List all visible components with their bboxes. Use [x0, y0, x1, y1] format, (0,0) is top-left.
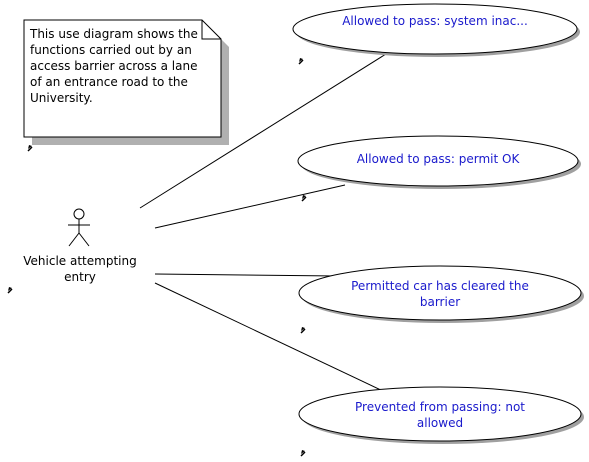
- shortcut-arrow-icon: [300, 450, 306, 457]
- shortcut-arrow-icon: [300, 327, 306, 334]
- shortcut-arrow-icon: [27, 145, 33, 152]
- use-case-ellipse-2[interactable]: [297, 135, 581, 189]
- association-line-3[interactable]: [154, 273, 339, 277]
- use-case-label-1: Allowed to pass: system inac...: [342, 14, 528, 28]
- association-line-2[interactable]: [154, 184, 346, 229]
- use-case-label-2: Allowed to pass: permit OK: [356, 152, 520, 166]
- association-line-4[interactable]: [154, 282, 384, 392]
- note-shape[interactable]: [23, 19, 229, 145]
- shortcut-arrow-icon: [301, 195, 307, 202]
- use-case-label-4: Prevented from passing: not allowed: [355, 400, 525, 430]
- use-case-ellipse-4[interactable]: [298, 386, 584, 444]
- use-case-label-3: Permitted car has cleared the barrier: [351, 279, 529, 309]
- actor-label: Vehicle attempting entry: [23, 254, 137, 284]
- note-text: This use diagram shows the functions car…: [30, 27, 198, 105]
- use-case-ellipse-1[interactable]: [292, 3, 580, 57]
- actor-stick-figure-icon[interactable]: [68, 208, 90, 247]
- shortcut-arrow-icon: [298, 58, 304, 65]
- shortcut-arrow-icon: [7, 287, 13, 294]
- use-case-ellipse-3[interactable]: [298, 265, 584, 323]
- association-line-1[interactable]: [139, 53, 387, 209]
